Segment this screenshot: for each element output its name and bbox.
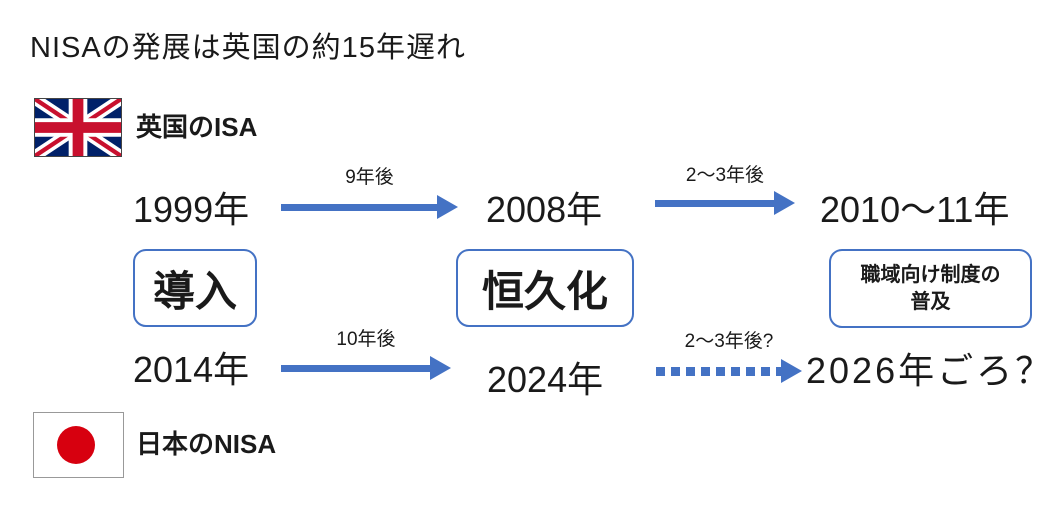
japan-flag-icon [33,412,124,478]
stage-label-line: 普及 [910,290,951,313]
japan-flag-sun-icon [56,426,95,464]
japan-dotted-arrow [656,359,802,383]
japan-track-label: 日本のNISA [136,429,277,459]
uk-milestone-2008: 2008年 [486,189,603,230]
arrow-head-icon [781,359,802,383]
arrow-shaft [281,364,430,372]
japan-milestone-2026: 2026年ごろ？ [806,350,1055,391]
japan-arrow-label-2: 2〜3年後? [684,331,774,352]
uk-arrow-2 [655,191,795,215]
stage-label: 恒久化 [481,267,608,315]
stage-box-permanent: 恒久化 [456,249,634,327]
uk-arrow-1 [281,195,458,219]
stage-box-introduction: 導入 [133,249,257,327]
japan-milestone-2024: 2024年 [487,359,604,400]
arrow-head-icon [774,191,795,215]
arrow-shaft-dotted [656,366,781,376]
stage-label-line: 職域向け制度の [860,263,1001,286]
arrow-shaft [655,199,774,207]
stage-box-workplace-spread: 職域向け制度の 普及 [829,249,1032,328]
japan-arrow-label-1: 10年後 [336,329,396,350]
uk-milestone-2010-11: 2010〜11年 [820,189,1010,230]
japan-milestone-2014: 2014年 [133,349,250,390]
arrow-head-icon [437,195,458,219]
uk-flag-icon [34,98,122,157]
uk-arrow-label-1: 9年後 [345,167,394,188]
uk-arrow-label-2: 2〜3年後 [685,165,765,186]
japan-arrow-1 [281,356,451,380]
arrow-head-icon [430,356,451,380]
arrow-shaft [281,203,437,211]
uk-track-label: 英国のISA [136,112,258,142]
page-title: NISAの発展は英国の約15年遅れ [30,32,466,64]
uk-milestone-1999: 1999年 [133,189,250,230]
stage-label: 導入 [152,267,237,315]
